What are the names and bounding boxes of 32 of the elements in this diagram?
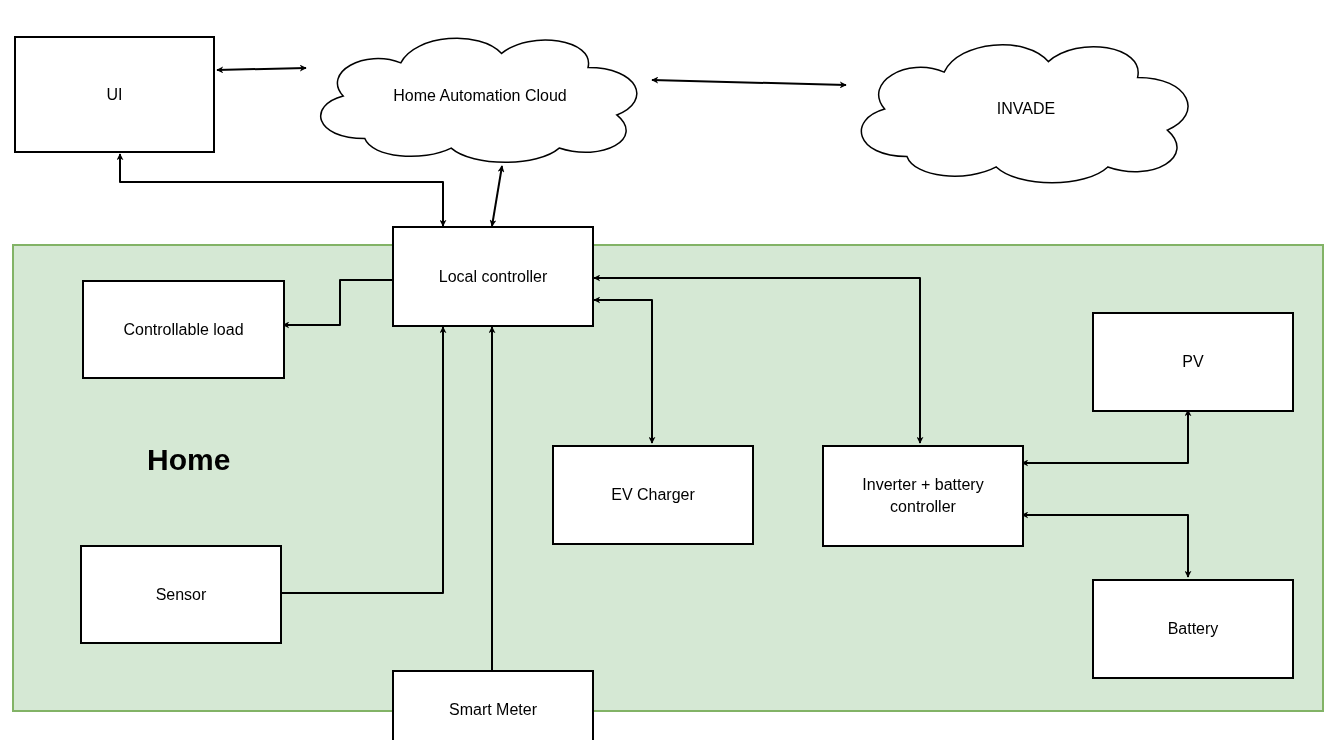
process-box bbox=[1092, 579, 1294, 679]
process-box bbox=[82, 280, 285, 379]
process-box bbox=[1092, 312, 1294, 412]
arrow bbox=[593, 274, 924, 444]
arrow bbox=[282, 279, 393, 329]
cloud-label: Home Automation Cloud bbox=[393, 86, 567, 106]
process-box bbox=[392, 670, 594, 740]
arrow bbox=[1021, 511, 1192, 578]
arrow bbox=[651, 76, 847, 89]
arrow bbox=[216, 64, 307, 74]
box-label: PV bbox=[1182, 352, 1204, 372]
process-box bbox=[14, 36, 215, 153]
cloud-label: INVADE bbox=[996, 99, 1056, 119]
box-label: Local controller bbox=[438, 266, 548, 287]
box-label: Controllable load bbox=[123, 319, 244, 340]
arrow bbox=[1021, 409, 1192, 467]
process-box bbox=[552, 445, 754, 545]
arrow bbox=[593, 296, 656, 444]
box-label: Battery bbox=[1167, 619, 1219, 639]
arrow bbox=[116, 153, 447, 227]
process-box bbox=[392, 226, 594, 327]
box-label: Sensor bbox=[155, 584, 207, 605]
box-label: Smart Meter bbox=[449, 700, 537, 720]
arrow bbox=[279, 326, 447, 594]
process-box bbox=[822, 445, 1024, 547]
process-box bbox=[80, 545, 282, 644]
box-label: UI bbox=[106, 84, 123, 105]
arrow bbox=[489, 165, 505, 227]
arrow bbox=[488, 326, 496, 671]
box-label: EV Charger bbox=[611, 485, 695, 505]
region-label: Home bbox=[147, 442, 231, 478]
box-label: Inverter + battery controller bbox=[861, 475, 985, 517]
